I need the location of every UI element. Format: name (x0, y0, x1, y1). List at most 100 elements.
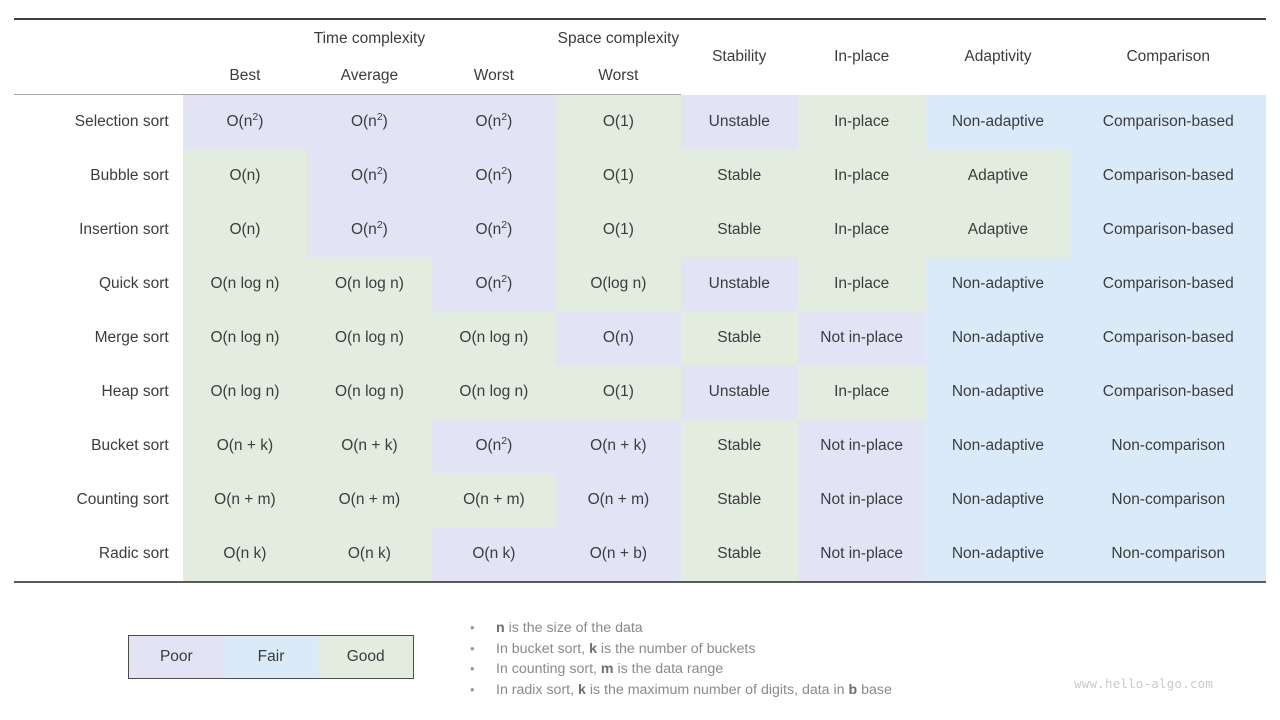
row-header-algorithm: Insertion sort (14, 203, 183, 257)
sub-header-row: Best Average Worst Worst (14, 58, 1266, 95)
cell-best: O(n + m) (182, 473, 308, 527)
cell-worst_space: O(1) (556, 203, 681, 257)
legend-item-poor: Poor (129, 636, 224, 678)
row-header-algorithm: Bucket sort (14, 419, 183, 473)
group-header-space-complexity: Space complexity (556, 18, 681, 58)
cell-in-place: In-place (797, 257, 926, 311)
cell-in-place: Not in-place (797, 419, 926, 473)
row-header-algorithm: Heap sort (14, 365, 183, 419)
cell-in-place: In-place (797, 149, 926, 203)
cell-in-place: In-place (797, 365, 926, 419)
cell-worst_time: O(n log n) (431, 365, 557, 419)
bullet-icon: • (470, 640, 475, 656)
note-item: • In radix sort, k is the maximum number … (470, 680, 1110, 701)
cell-average: O(n2) (307, 149, 432, 203)
cell-worst_time: O(n2) (431, 419, 557, 473)
note-text: In radix sort, k is the maximum number o… (496, 681, 892, 698)
cell-adaptivity: Non-adaptive (925, 527, 1071, 583)
bullet-icon: • (470, 620, 475, 635)
cell-stability: Stable (680, 149, 798, 203)
watermark: www.hello-algo.com (1074, 676, 1214, 691)
cell-adaptivity: Non-adaptive (925, 257, 1071, 311)
cell-average: O(n + k) (307, 419, 432, 473)
cell-stability: Stable (680, 311, 798, 365)
cell-best: O(n) (182, 203, 308, 257)
bullet-icon: • (470, 661, 475, 676)
row-header-algorithm: Radic sort (14, 527, 183, 583)
cell-comparison: Comparison-based (1070, 311, 1266, 365)
group-header-row: Time complexity Space complexity Stabili… (14, 18, 1266, 95)
cell-stability: Stable (680, 527, 798, 583)
row-header-algorithm: Quick sort (14, 257, 183, 311)
cell-stability: Stable (680, 473, 798, 527)
cell-average: O(n2) (307, 94, 432, 149)
cell-in-place: In-place (797, 203, 926, 257)
cell-comparison: Comparison-based (1070, 257, 1266, 311)
cell-adaptivity: Adaptive (925, 203, 1071, 257)
cell-average: O(n log n) (307, 311, 432, 365)
cell-in-place: Not in-place (797, 473, 926, 527)
cell-stability: Unstable (680, 94, 798, 149)
corner-cell (14, 18, 183, 58)
notes-list: • n is the size of the data • In bucket sor… (470, 618, 1110, 700)
column-header-worst-time: Worst (431, 58, 557, 95)
cell-in-place: Not in-place (797, 527, 926, 583)
bullet-icon: • (470, 681, 475, 697)
cell-worst_space: O(n + m) (556, 473, 681, 527)
cell-worst_space: O(n + b) (556, 527, 681, 583)
cell-worst_time: O(n2) (431, 203, 557, 257)
cell-average: O(n log n) (307, 365, 432, 419)
group-header-time-complexity: Time complexity (182, 18, 557, 58)
note-text: In bucket sort, k is the number of bucke… (496, 640, 756, 657)
cell-worst_time: O(n2) (431, 149, 557, 203)
note-text: n is the size of the data (496, 620, 643, 636)
note-item: • n is the size of the data (470, 618, 1110, 639)
cell-comparison: Comparison-based (1070, 203, 1266, 257)
cell-stability: Stable (680, 203, 798, 257)
row-header-algorithm: Merge sort (14, 311, 183, 365)
cell-comparison: Comparison-based (1070, 149, 1266, 203)
note-text: In counting sort, m is the data range (496, 661, 724, 677)
sorting-algorithms-table: Time complexity Space complexity Stabili… (14, 18, 1266, 583)
cell-worst_space: O(1) (556, 94, 681, 149)
column-header-average: Average (307, 58, 432, 95)
cell-worst_time: O(n log n) (431, 311, 557, 365)
cell-comparison: Comparison-based (1070, 94, 1266, 149)
cell-worst_space: O(n) (556, 311, 681, 365)
cell-worst_space: O(1) (556, 149, 681, 203)
cell-worst_space: O(n + k) (556, 419, 681, 473)
cell-adaptivity: Non-adaptive (925, 311, 1071, 365)
cell-in-place: Not in-place (797, 311, 926, 365)
cell-comparison: Non-comparison (1070, 527, 1266, 583)
cell-average: O(n k) (307, 527, 432, 583)
cell-best: O(n log n) (182, 257, 308, 311)
row-header-algorithm: Bubble sort (14, 149, 183, 203)
cell-best: O(n) (182, 149, 308, 203)
cell-comparison: Comparison-based (1070, 365, 1266, 419)
cell-average: O(n + m) (307, 473, 432, 527)
column-header-in-place: In-place (797, 18, 926, 95)
cell-worst_time: O(n + m) (431, 473, 557, 527)
cell-adaptivity: Adaptive (925, 149, 1071, 203)
column-header-stability: Stability (680, 18, 798, 95)
column-header-worst-space: Worst (556, 58, 681, 95)
cell-adaptivity: Non-adaptive (925, 419, 1071, 473)
column-header-best: Best (182, 58, 308, 95)
cell-worst_space: O(1) (556, 365, 681, 419)
cell-adaptivity: Non-adaptive (925, 473, 1071, 527)
cell-average: O(n log n) (307, 257, 432, 311)
cell-adaptivity: Non-adaptive (925, 94, 1071, 149)
cell-best: O(n log n) (182, 365, 308, 419)
column-header-adaptivity: Adaptivity (925, 18, 1071, 95)
